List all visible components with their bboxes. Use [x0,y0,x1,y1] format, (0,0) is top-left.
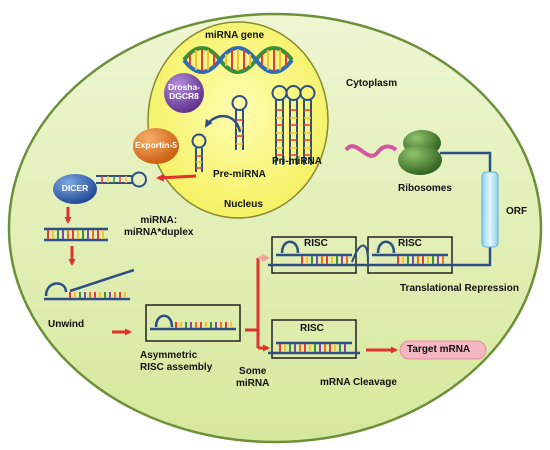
target-mrna-badge [399,340,487,360]
pre-mirna-nucleus [191,133,207,172]
risc-label-1: RISC [304,238,328,249]
pri-mirna-hairpins [271,85,316,165]
drosha-label-line2: DGCR8 [169,91,199,102]
dna-helix-icon [182,46,294,74]
dicer-label: DICER [61,183,89,193]
cytoplasm-label: Cytoplasm [346,78,398,89]
risc-label-2: RISC [398,238,422,249]
cell-membrane [7,12,543,444]
mrna-cleavage-label: mRNA Cleavage [320,377,397,388]
duplex-label-line2: miRNA*duplex [124,226,194,238]
translational-repression-label: Translational Repression [400,283,519,294]
mirna-gene-label: miRNA gene [205,30,265,41]
orf-segment [481,171,499,248]
exportin-5-protein [133,128,179,164]
mirna-duplex [44,227,108,242]
exportin-label: Exportin-5 [134,140,178,150]
ribosomes-label: Ribosomes [398,183,452,194]
asymmetric-risc-box [145,304,241,342]
asymmetric-risc-line1: Asymmetric [140,350,198,361]
unwinding-strands [44,268,135,301]
branch-arrows [245,254,270,352]
some-mirna-line1: Some [239,366,267,377]
pre-mirna-nucleus-label: Pre-miRNA [213,169,266,180]
pri-mirna-label: Pri-miRNA [272,156,323,167]
nuclear-hairpin [231,95,248,150]
nucleus-label: Nucleus [224,199,263,210]
some-mirna-label: Some miRNA [236,366,269,389]
duplex-label: miRNA: miRNA*duplex [124,215,193,238]
risc-complex-cleavage [268,319,360,359]
drosha-label: Drosha- DGCR8 [164,82,204,102]
mrna-transcript [440,151,492,267]
pre-mirna-cytoplasm [96,171,147,188]
target-mrna-label: Target mRNA [407,344,471,355]
export-arrow [156,173,197,182]
asymmetric-risc-line2: RISC assembly [140,361,213,373]
ribosomes-icon [398,130,442,175]
drosha-dgcr8-complex [164,73,204,113]
orf-label: ORF [506,206,528,217]
risc-label-3: RISC [300,323,324,334]
dicer-enzyme [53,174,97,204]
mrna-swirl [344,144,398,158]
processing-arrow [204,115,242,133]
drosha-label-line1: Drosha- [167,82,201,92]
some-mirna-line2: miRNA [236,377,270,389]
duplex-label-line1: miRNA: [140,215,178,226]
asymmetric-risc-label: Asymmetric RISC assembly [140,350,212,373]
unwind-label: Unwind [48,319,85,330]
risc-complex-repression [268,236,485,274]
